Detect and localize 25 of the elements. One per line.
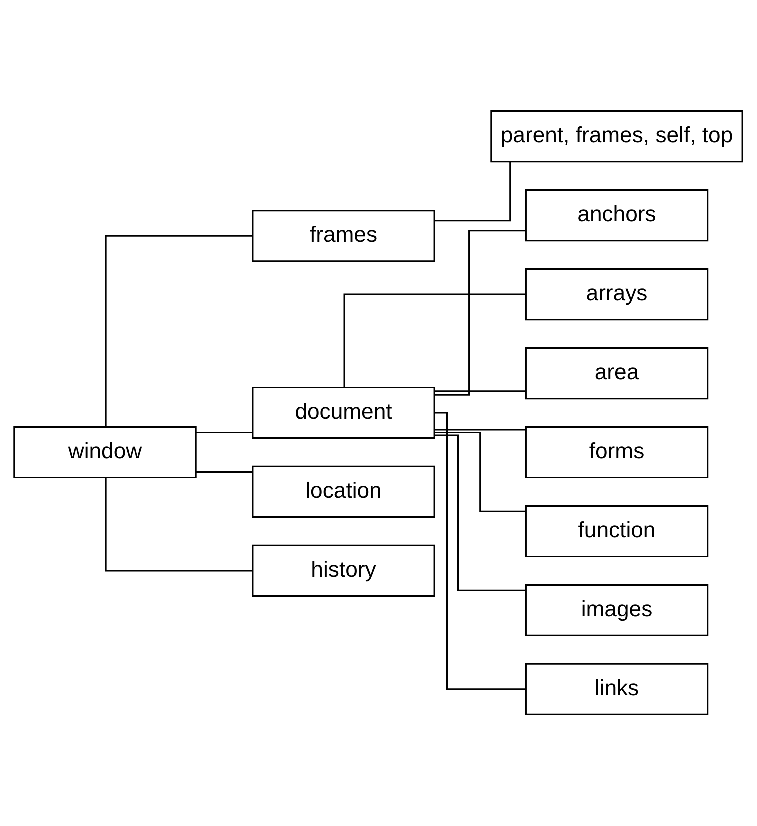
connector	[196, 432, 253, 434]
connector	[434, 432, 526, 512]
node-box: document	[252, 386, 436, 440]
node-box: history	[252, 544, 436, 597]
node-box: function	[525, 505, 709, 558]
connector	[105, 478, 253, 572]
node-box: links	[525, 663, 709, 716]
connector	[344, 294, 526, 388]
connector	[434, 162, 512, 222]
connector	[196, 471, 253, 474]
node-box: window	[14, 426, 197, 479]
node-box: area	[525, 347, 709, 400]
node-box: anchors	[525, 190, 709, 242]
node-box: location	[252, 466, 436, 518]
connector	[435, 434, 526, 592]
connector	[105, 235, 253, 427]
node-box: forms	[525, 426, 709, 479]
node-box: parent, frames, self, top	[490, 110, 744, 163]
node-box: arrays	[525, 268, 709, 321]
connector	[434, 390, 526, 392]
connector	[434, 429, 526, 431]
node-box: frames	[252, 210, 436, 262]
connector	[435, 230, 526, 396]
connector	[434, 412, 526, 690]
node-box: images	[525, 584, 709, 636]
